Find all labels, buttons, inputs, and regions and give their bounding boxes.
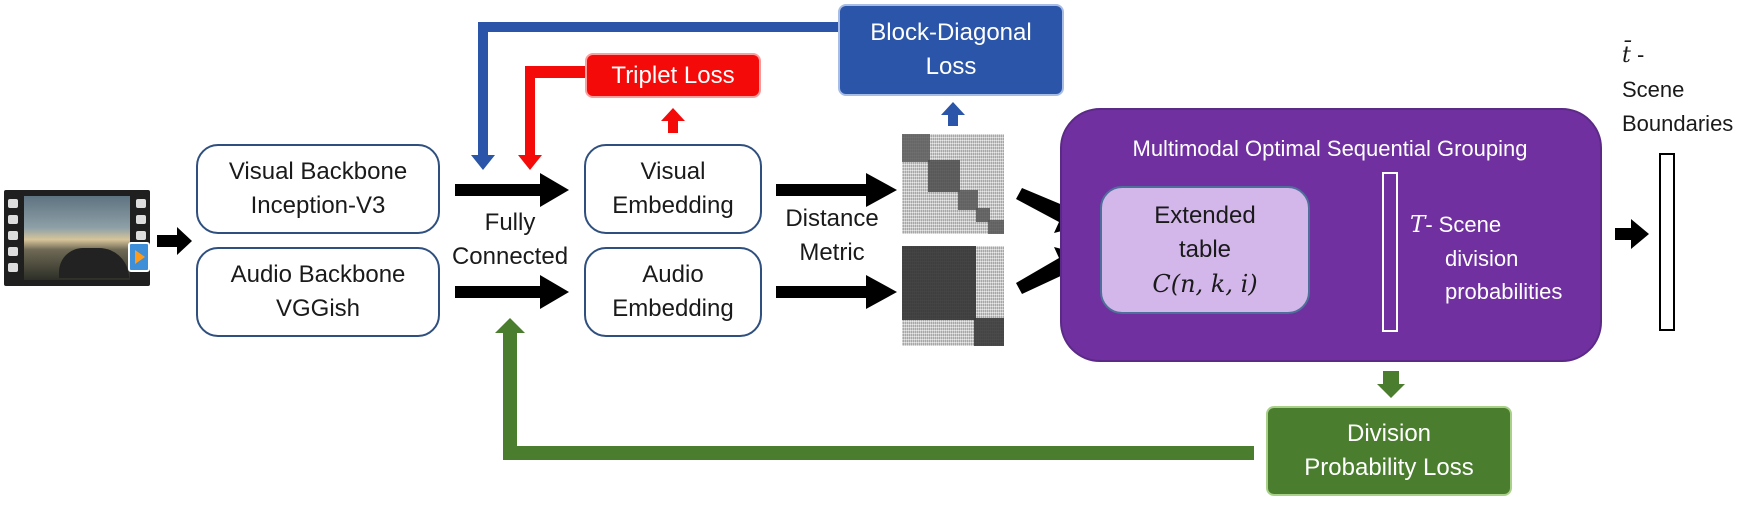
block-diagonal-loss-line2: Loss [925, 53, 977, 80]
audio-backbone-box: Audio Backbone VGGish [196, 247, 440, 337]
probabilities-line2: division [1445, 246, 1519, 271]
audio-embedding-box: Audio Embedding [584, 247, 762, 337]
extended-table-line2: table [1178, 236, 1232, 263]
visual-backbone-model: Inception-V3 [250, 192, 386, 219]
visual-embedding-line1: Visual [640, 158, 706, 185]
scene-boundaries-line3: Boundaries [1622, 111, 1734, 136]
audio-backbone-model: VGGish [275, 295, 361, 322]
probability-vector-bar [1382, 172, 1398, 332]
triplet-loss-label: Triplet Loss [611, 61, 735, 89]
video-to-backbone-arrow [157, 227, 192, 255]
red-feedback-arrow [518, 66, 585, 170]
probabilities-line1: Scene [1438, 212, 1502, 237]
distance-metric-label: Distance Metric [785, 205, 879, 266]
scene-boundaries-label: t̄ - Scene Boundaries [1622, 38, 1758, 141]
visual-backbone-title: Visual Backbone [228, 158, 408, 185]
visual-backbone-box: Visual Backbone Inception-V3 [196, 144, 440, 234]
mosg-panel: Multimodal Optimal Sequential Grouping E… [1060, 108, 1602, 362]
block-diagonal-loss-box: Block-Diagonal Loss [838, 4, 1064, 96]
scene-boundaries-line2: Scene [1622, 77, 1685, 102]
t-bar-dash: - [1630, 42, 1645, 67]
visual-fc-arrow [455, 173, 569, 207]
mosg-to-boundaries-arrow [1615, 219, 1649, 249]
audio-backbone-title: Audio Backbone [230, 261, 406, 288]
probabilities-line3: probabilities [1445, 279, 1563, 304]
block-diagonal-loss-line1: Block-Diagonal [870, 19, 1032, 46]
audio-fc-arrow [455, 275, 569, 309]
extended-table-line1: Extended [1154, 202, 1256, 229]
audio-distance-arrow [776, 275, 897, 309]
mosg-title: Multimodal Optimal Sequential Grouping [1132, 136, 1528, 161]
visual-embedding-line2: Embedding [612, 192, 734, 219]
fully-connected-label: Fully Connected [451, 209, 569, 270]
T-symbol: T [1410, 212, 1426, 238]
triplet-loss-box: Triplet Loss [585, 53, 761, 98]
audio-embedding-line1: Audio [642, 261, 704, 288]
scene-boundaries-bar [1659, 153, 1675, 331]
down-arrow-to-division-loss [1377, 371, 1405, 398]
play-badge-icon [128, 242, 150, 272]
t-bar-symbol: t̄ [1622, 43, 1631, 68]
extended-table-box: Extended table C(n, k, i) [1100, 186, 1310, 314]
video-film-icon [4, 190, 150, 286]
up-arrow-to-triplet-loss [661, 108, 685, 133]
division-probability-loss-box: Division Probability Loss [1266, 406, 1512, 496]
division-loss-line2: Probability Loss [1304, 454, 1474, 481]
T-dash: - [1425, 212, 1433, 237]
up-arrow-to-block-diagonal-loss [941, 102, 965, 126]
extended-table-formula: C(n, k, i) [1152, 270, 1258, 298]
division-loss-line1: Division [1346, 420, 1432, 447]
visual-distance-arrow [776, 173, 897, 207]
visual-distance-matrix [902, 134, 1004, 234]
scene-division-probabilities-label: T-Scene division probabilities [1410, 208, 1600, 308]
audio-embedding-line2: Embedding [612, 295, 734, 322]
visual-embedding-box: Visual Embedding [584, 144, 762, 234]
audio-distance-matrix [902, 246, 1004, 346]
